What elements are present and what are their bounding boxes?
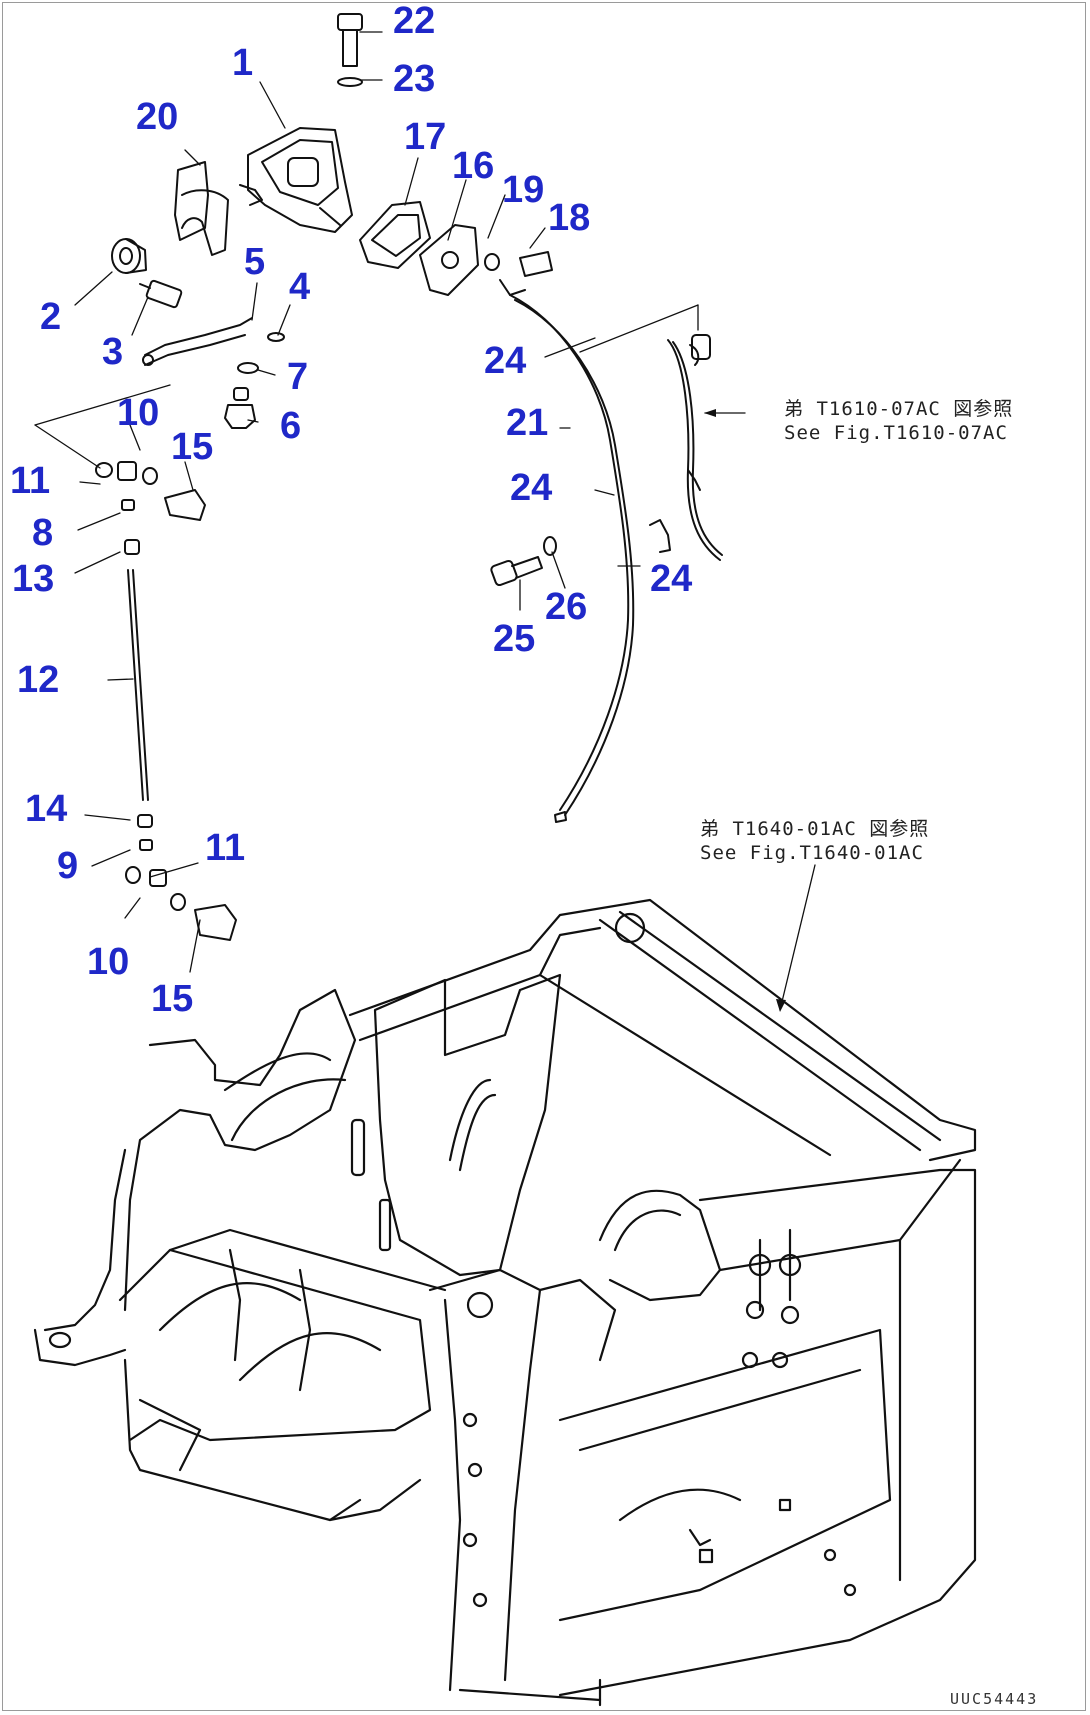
pins-4-7-6: [224, 332, 285, 429]
leader-lines: [34, 31, 816, 1012]
callout-1: 1: [232, 42, 254, 84]
image-code: UUC54443: [950, 1690, 1039, 1708]
rod-5: [142, 317, 253, 366]
bolt-3: [139, 279, 183, 309]
main-frame: [33, 898, 977, 1707]
callout-3: 3: [102, 331, 124, 373]
callout-26: 26: [545, 586, 588, 628]
ref-note-upper-line1: 弟 T1610-07AC 図参照: [784, 398, 1014, 420]
callout-25: 25: [493, 618, 536, 660]
callout-24-b: 24: [510, 467, 553, 509]
callout-15-upper: 15: [171, 426, 214, 468]
washer-23: [337, 77, 363, 87]
ref-note-lower-line2: See Fig.T1640-01AC: [700, 841, 924, 864]
plate-16: [419, 224, 479, 296]
ref-note-lower: 弟 T1640-01AC 図参照 See Fig.T1640-01AC: [700, 818, 929, 866]
callout-10-upper: 10: [117, 392, 160, 434]
callout-5: 5: [244, 241, 266, 283]
callout-14: 14: [25, 788, 68, 830]
callout-11-upper: 11: [10, 460, 51, 502]
callout-12: 12: [17, 659, 60, 701]
clip-18-19: [484, 251, 553, 296]
callout-11-lower: 11: [205, 827, 246, 869]
callout-9: 9: [57, 845, 79, 887]
callout-6: 6: [280, 405, 302, 447]
callout-21: 21: [506, 402, 549, 444]
bolt-25-washer-26: [490, 536, 557, 587]
callout-24-c: 24: [650, 558, 693, 600]
callout-7: 7: [287, 356, 309, 398]
cap-20: [174, 161, 229, 256]
gasket-17: [359, 201, 431, 269]
callout-13: 13: [12, 558, 55, 600]
mount-bracket-1: [239, 127, 353, 233]
callout-22: 22: [393, 0, 436, 42]
lower-bracket-10: [95, 461, 206, 555]
ref-note-upper: 弟 T1610-07AC 図参照 See Fig.T1610-07AC: [784, 398, 1013, 446]
callout-19: 19: [502, 169, 545, 211]
callout-24-a: 24: [484, 340, 527, 382]
callout-16: 16: [452, 145, 495, 187]
callout-15-lower: 15: [151, 978, 194, 1020]
callout-18: 18: [548, 197, 591, 239]
harness-21: [509, 294, 723, 823]
bolt-22: [337, 13, 363, 67]
callout-17: 17: [404, 116, 447, 158]
callout-2: 2: [40, 296, 62, 338]
ref-note-upper-line2: See Fig.T1610-07AC: [784, 421, 1008, 444]
callout-10-lower: 10: [87, 941, 130, 983]
callout-20: 20: [136, 96, 179, 138]
ref-note-lower-line1: 弟 T1640-01AC 図参照: [700, 818, 930, 840]
callout-8: 8: [32, 512, 54, 554]
callout-4: 4: [289, 266, 311, 308]
rod-12: [125, 569, 237, 941]
bushing-2: [111, 238, 147, 274]
callout-23: 23: [393, 58, 436, 100]
